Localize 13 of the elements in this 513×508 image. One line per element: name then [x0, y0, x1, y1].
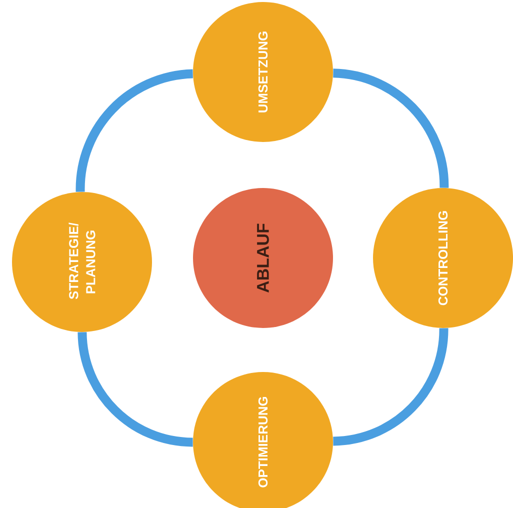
- circle-label: CONTROLLING: [438, 211, 448, 306]
- circle-label: ABLAUF: [257, 224, 269, 292]
- ring-arc: [76, 69, 194, 192]
- ring-arc: [78, 332, 194, 447]
- ring-arc: [332, 68, 449, 188]
- center-circle: [193, 188, 333, 328]
- process-circle: [373, 188, 513, 328]
- circle-label: STRATEGIE/ PLANUNG: [68, 222, 96, 300]
- circle-label: UMSETZUNG: [258, 32, 268, 112]
- circle-label: OPTIMIERUNG: [258, 396, 268, 488]
- process-circle: [12, 192, 152, 332]
- ring-arc: [332, 328, 448, 446]
- process-circle: [193, 2, 333, 142]
